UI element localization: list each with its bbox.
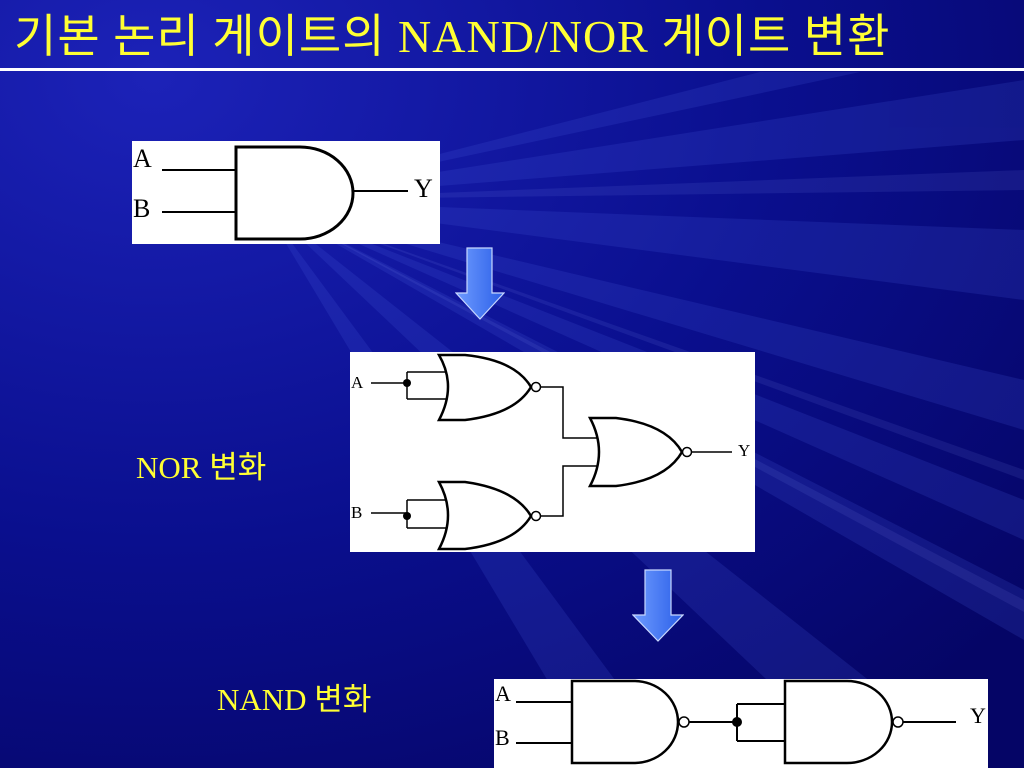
- and-gate-symbol: [234, 145, 355, 241]
- nand-gate-symbol-2: [783, 679, 894, 765]
- down-arrow-icon: [455, 247, 505, 320]
- nor-output-label: Y: [738, 441, 750, 460]
- nor-gate-symbol-3: [587, 416, 684, 488]
- nor-conversion-diagram: A B Y: [350, 352, 755, 552]
- nand-conversion-diagram: A B Y: [494, 679, 988, 768]
- title-underline: [0, 68, 1024, 71]
- and-input-b-label: B: [133, 194, 150, 223]
- nor-gate-symbol-1: [436, 353, 533, 422]
- nor-input-a-label: A: [351, 373, 364, 392]
- nor-gate-symbol-2: [436, 480, 533, 551]
- nand-output-label: Y: [970, 703, 986, 728]
- slide-title: 기본 논리 게이트의 NAND/NOR 게이트 변환: [14, 11, 891, 62]
- nand-gate-symbol-1: [570, 679, 680, 765]
- and-input-a-label: A: [133, 144, 152, 173]
- and-output-label: Y: [414, 174, 433, 203]
- nand-caption: NAND 변화: [217, 682, 372, 717]
- nor-caption: NOR 변화: [136, 450, 267, 485]
- and-gate-diagram: A B Y: [132, 141, 440, 244]
- down-arrow-icon: [632, 569, 684, 642]
- nand-input-a-label: A: [495, 681, 511, 706]
- nor-input-b-label: B: [351, 503, 362, 522]
- nand-input-b-label: B: [495, 725, 510, 750]
